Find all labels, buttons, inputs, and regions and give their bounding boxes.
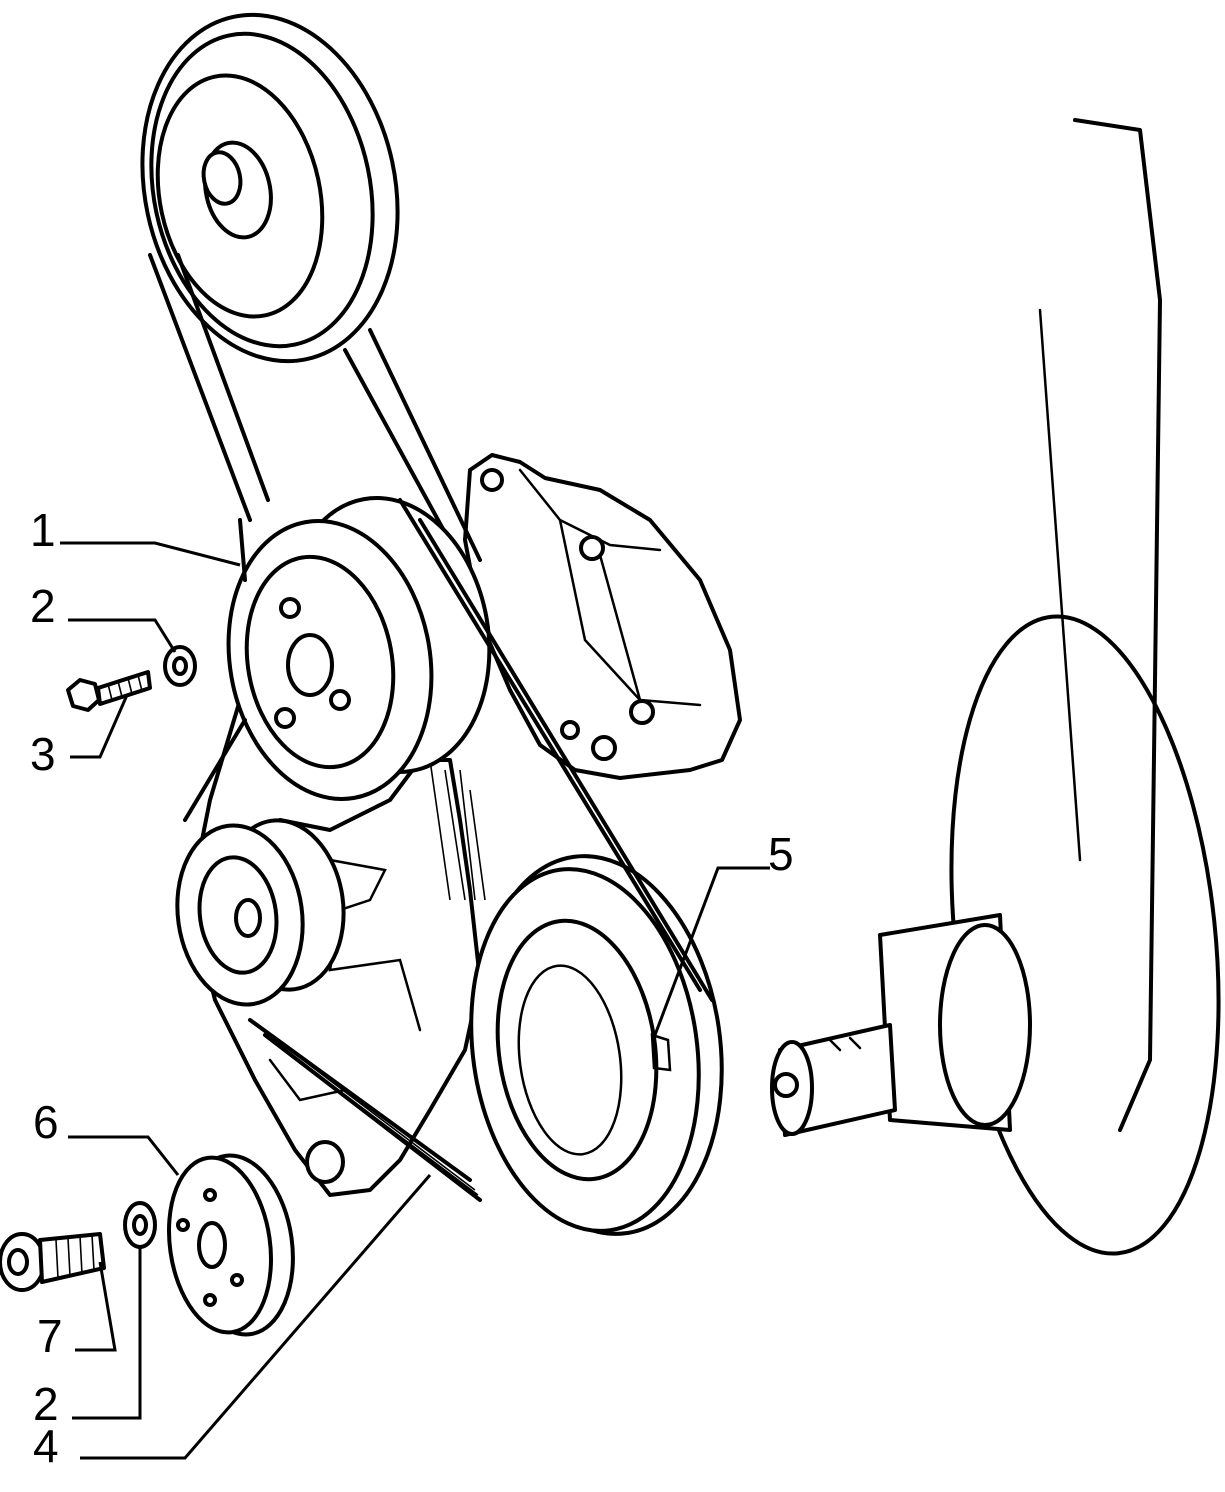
washer-lower: [123, 1201, 157, 1249]
callout-1: 1: [30, 504, 56, 556]
callout-labels: 1 2 3 5 6 7 2 4: [30, 504, 794, 1472]
poly-v-belt: [183, 498, 714, 1202]
callout-6: 6: [33, 1096, 59, 1148]
callout-7: 7: [37, 1310, 63, 1362]
callout-3: 3: [30, 728, 56, 780]
upper-pulley: [140, 12, 400, 364]
bolt-lower: [0, 1232, 106, 1292]
crankshaft-pulley: [469, 854, 724, 1236]
crankshaft: [770, 118, 1221, 1256]
washer-upper: [163, 645, 197, 687]
pump-housing: [463, 453, 742, 780]
alternator-pulley: [175, 818, 346, 1007]
callout-4: 4: [33, 1420, 59, 1472]
callout-2-upper: 2: [30, 580, 56, 632]
bolt-upper: [66, 670, 152, 712]
leader-lines: [60, 541, 770, 1460]
callout-2-lower: 2: [33, 1378, 59, 1430]
thrust-plate: [166, 1153, 295, 1337]
callout-5: 5: [768, 828, 794, 880]
